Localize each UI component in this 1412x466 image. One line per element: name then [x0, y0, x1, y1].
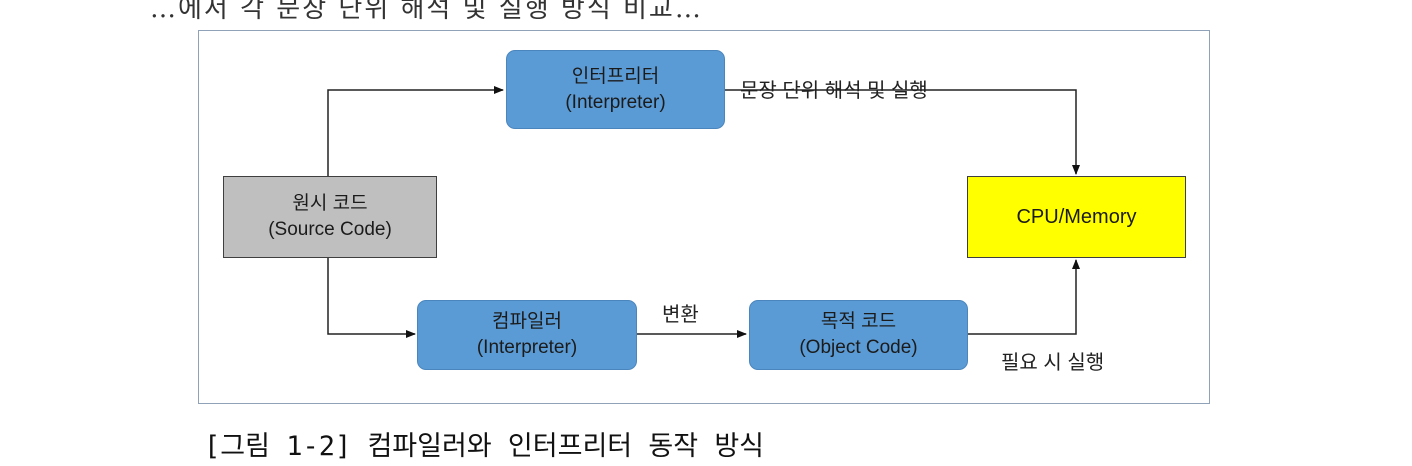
source-code-box: 원시 코드 (Source Code) [223, 176, 437, 258]
arrow-source-to-interpreter [327, 86, 504, 176]
arrow-source-to-compiler [327, 258, 416, 338]
interpreter-label-en: (Interpreter) [565, 91, 666, 113]
interpreter-box: 인터프리터 (Interpreter) [506, 50, 725, 129]
source-code-label-ko: 원시 코드 [292, 193, 368, 214]
convert-label: 변환 [662, 304, 699, 326]
arrow-object-to-cpu [968, 259, 1080, 335]
compiler-box: 컴파일러 (Interpreter) [417, 300, 637, 370]
cpu-memory-label: CPU/Memory [1016, 206, 1137, 228]
execute-when-needed-label: 필요 시 실행 [1001, 352, 1105, 374]
arrow-interpreter-to-cpu [725, 89, 1080, 175]
cpu-memory-box: CPU/Memory [967, 176, 1186, 258]
object-code-box: 목적 코드 (Object Code) [749, 300, 968, 370]
object-code-label-ko: 목적 코드 [820, 311, 897, 332]
cropped-top-text: …에서 각 문장 단위 해석 및 실행 방식 비교… [150, 0, 703, 24]
interpret-execute-label: 문장 단위 해석 및 실행 [740, 80, 928, 102]
compiler-label-en: (Interpreter) [476, 337, 578, 358]
compiler-label-ko: 컴파일러 [492, 311, 562, 332]
object-code-label-en: (Object Code) [799, 337, 918, 358]
interpreter-label-ko: 인터프리터 [571, 65, 660, 87]
source-code-label-en: (Source Code) [268, 219, 392, 240]
figure-caption: [그림 1-2] 컴파일러와 인터프리터 동작 방식 [204, 431, 764, 462]
